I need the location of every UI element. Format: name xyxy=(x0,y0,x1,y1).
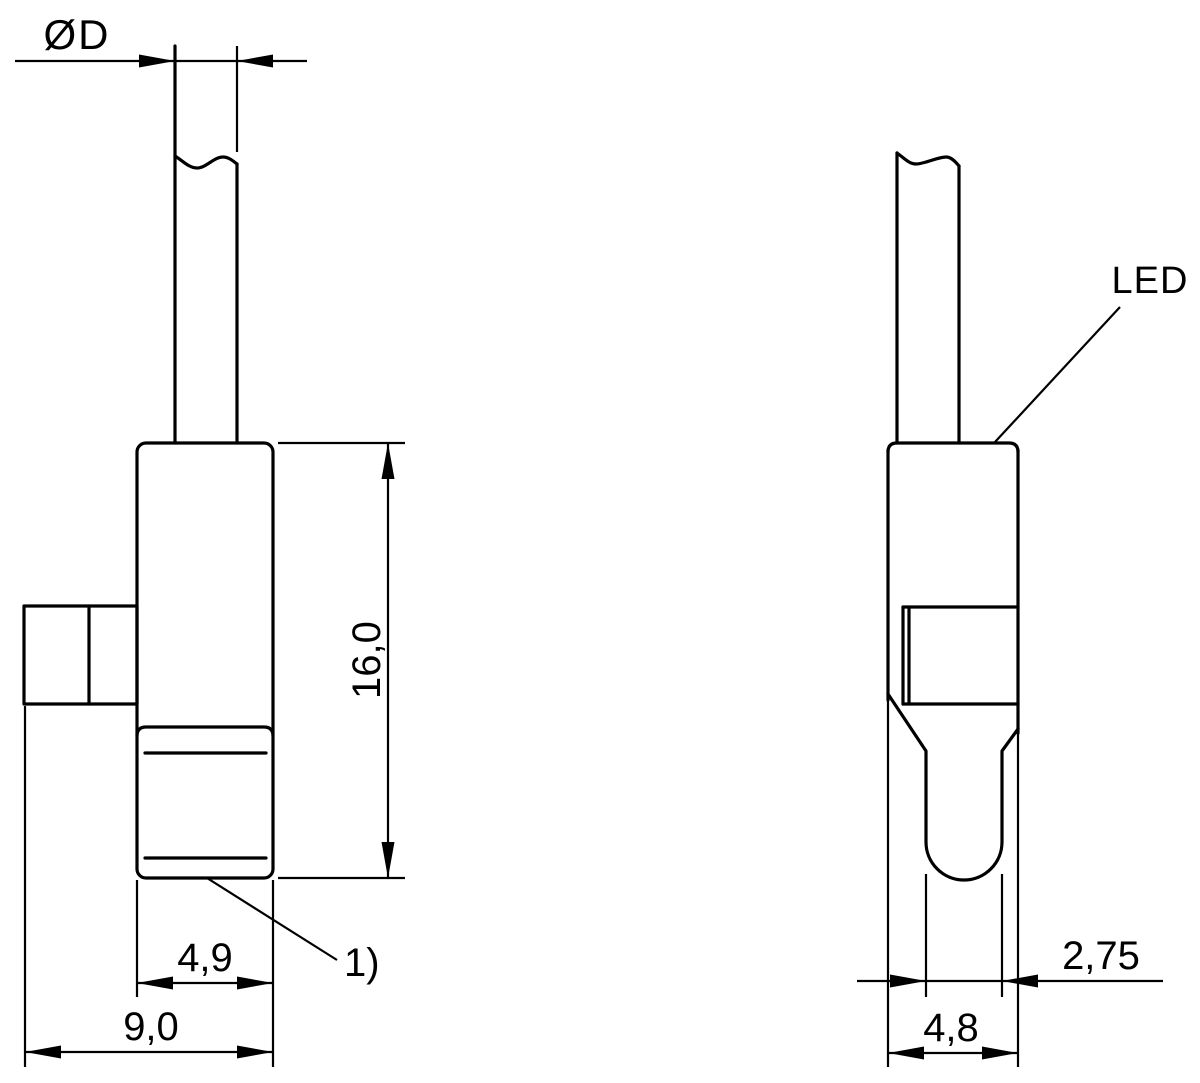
dimension-fiber-diameter: ØD xyxy=(15,11,307,152)
arrowhead-right-icon xyxy=(890,974,926,988)
side-housing-top-edge xyxy=(886,441,1020,454)
dimension-total-width: 9,0 xyxy=(23,706,273,1067)
footnote-marker-label: 1) xyxy=(344,941,380,985)
dimension-side-width: 4,8 xyxy=(888,1006,1018,1060)
led-label: LED xyxy=(1112,260,1189,302)
front-housing-section-line xyxy=(135,725,275,738)
footnote-callout: 1) xyxy=(206,877,380,985)
tip-width-label: 2,75 xyxy=(1062,934,1140,978)
housing-width-label: 4,9 xyxy=(177,936,233,980)
arrowhead-left-icon xyxy=(137,976,173,990)
led-leader-line xyxy=(994,306,1121,443)
fiber-cable-break-line xyxy=(895,151,961,168)
sensing-tip-outline xyxy=(886,692,1020,882)
housing-length-label: 16,0 xyxy=(345,621,389,699)
side-width-label: 4,8 xyxy=(923,1006,979,1050)
footnote-leader-line xyxy=(206,877,338,961)
arrowhead-up-icon xyxy=(381,443,395,479)
arrowhead-right-icon xyxy=(139,54,175,68)
arrowhead-right-icon xyxy=(237,976,273,990)
arrowhead-right-icon xyxy=(237,1045,273,1059)
dimension-housing-length: 16,0 xyxy=(278,441,405,880)
led-window xyxy=(901,605,1020,706)
arrowhead-left-icon xyxy=(25,1045,61,1059)
side-view: LED 2,75 4,8 xyxy=(857,151,1189,1067)
arrowhead-left-icon xyxy=(888,1046,924,1060)
fiber-diameter-label: ØD xyxy=(44,11,111,58)
mounting-tab-outline xyxy=(22,604,139,706)
dimension-tip-width: 2,75 xyxy=(857,874,1163,997)
arrowhead-down-icon xyxy=(381,842,395,878)
arrowhead-left-icon xyxy=(1002,974,1038,988)
fiber-cable-break-line xyxy=(173,154,239,170)
arrowhead-right-icon xyxy=(982,1046,1018,1060)
led-callout: LED xyxy=(994,260,1189,443)
front-housing-outline xyxy=(135,441,275,880)
front-view: ØD 16,0 4,9 xyxy=(15,11,405,1067)
arrowhead-left-icon xyxy=(237,54,273,68)
dimension-housing-width: 4,9 xyxy=(135,880,275,1067)
total-width-label: 9,0 xyxy=(123,1005,179,1049)
